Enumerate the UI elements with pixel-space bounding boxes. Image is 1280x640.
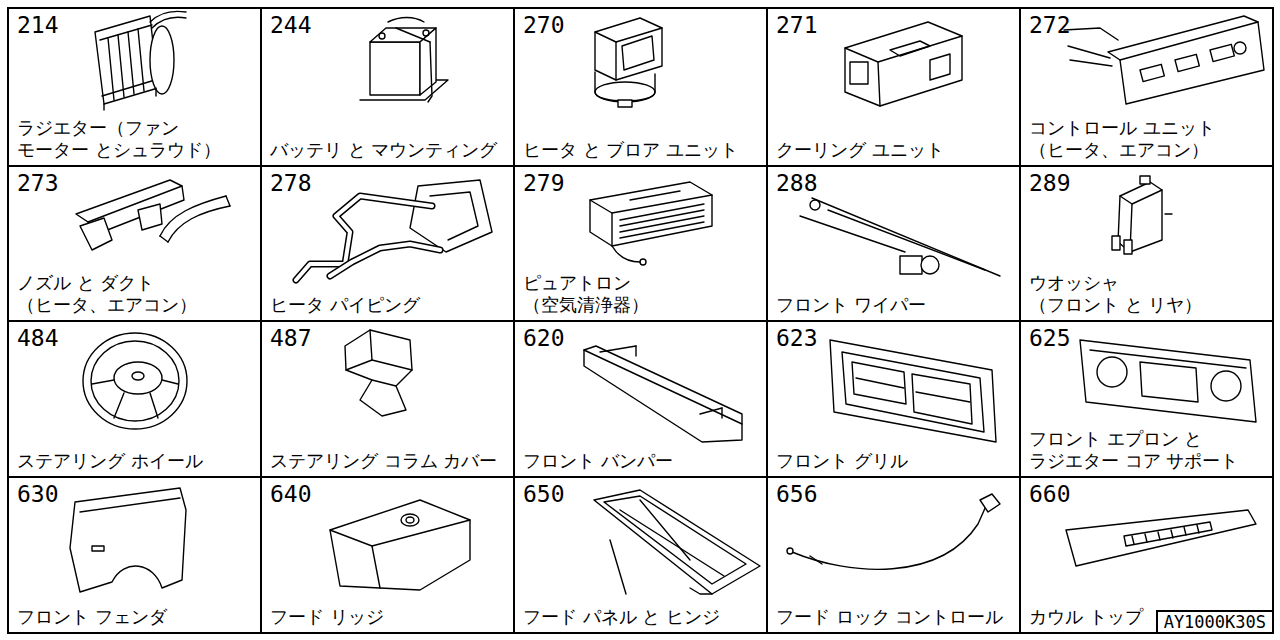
hood-panel-illustration (594, 490, 760, 594)
part-number: 278 (270, 169, 312, 197)
part-name: ステアリング コラム カバー (270, 450, 509, 472)
apron-illustration (1080, 340, 1256, 422)
part-cell: 288 フロント ワイパー (766, 165, 1021, 322)
part-name: フロント グリル (776, 450, 1015, 472)
part-number: 214 (17, 11, 59, 39)
sheet-code-box: AY1000K30S (1156, 610, 1274, 634)
part-name: ピュアトロン （空気清浄器） (523, 272, 762, 316)
cowl-top-illustration (1066, 510, 1256, 566)
part-name: フロント エプロン と ラジエター コア サポート (1029, 428, 1268, 472)
part-cell: 244 バッテリ と マウンティング (260, 7, 515, 167)
part-number: 620 (523, 324, 565, 352)
part-number: 271 (776, 11, 818, 39)
wiper-illustration (800, 198, 1000, 276)
part-number: 289 (1029, 169, 1071, 197)
part-number: 623 (776, 324, 818, 352)
part-cell: 620 フロント バンパー (513, 320, 768, 478)
bumper-illustration (584, 346, 742, 442)
part-number: 487 (270, 324, 312, 352)
cooling-unit-illustration (845, 22, 962, 106)
part-name: ウオッシャ （フロント と リヤ） (1029, 272, 1268, 316)
sheet-code: AY1000K30S (1164, 612, 1266, 632)
washer-tank-illustration (1112, 176, 1172, 254)
part-cell: 273 ノズル と ダクト （ヒータ、エアコン） (7, 165, 262, 322)
radiator-illustration (95, 11, 186, 110)
steering-wheel-illustration (83, 333, 187, 429)
part-number: 656 (776, 480, 818, 508)
part-name: クーリング ユニット (776, 139, 1015, 161)
part-name: フロント バンパー (523, 450, 762, 472)
fender-illustration (70, 488, 186, 592)
part-number: 660 (1029, 480, 1071, 508)
part-name: フード ロック コントロール (776, 606, 1015, 628)
grill-illustration (830, 340, 996, 442)
part-cell: 278 ヒータ パイピング (260, 165, 515, 322)
control-unit-illustration (1064, 16, 1264, 104)
part-name: フロント ワイパー (776, 294, 1015, 316)
part-name: バッテリ と マウンティング (270, 139, 509, 161)
part-cell: 484 ステアリング ホイール (7, 320, 262, 478)
part-number: 650 (523, 480, 565, 508)
part-name: フード パネル と ヒンジ (523, 606, 762, 628)
part-number: 625 (1029, 324, 1071, 352)
part-cell: 270 ヒータ と ブロア ユニット (513, 7, 768, 167)
heater-piping-illustration (296, 180, 492, 280)
part-name: フロント フェンダ (17, 606, 256, 628)
part-cell: 271 クーリング ユニット (766, 7, 1021, 167)
part-cell: 272 コントロール ユニット （ヒータ、エアコン） (1019, 7, 1274, 167)
air-purifier-illustration (590, 182, 712, 265)
hood-ledge-illustration (330, 500, 470, 590)
part-number: 273 (17, 169, 59, 197)
part-number: 630 (17, 480, 59, 508)
part-number: 279 (523, 169, 565, 197)
part-cell: 625 フロント エプロン と ラジエター コア サポート (1019, 320, 1274, 478)
part-cell: 214 ラジエター（ファン モーター とシュラウド） (7, 7, 262, 167)
part-number: 640 (270, 480, 312, 508)
part-name: ヒータ パイピング (270, 294, 509, 316)
part-cell: 660カウル トップAY1000K30S (1019, 476, 1274, 634)
part-cell: 650 フード パネル と ヒンジ (513, 476, 768, 634)
part-name: ステアリング ホイール (17, 450, 256, 472)
part-name: コントロール ユニット （ヒータ、エアコン） (1029, 117, 1268, 161)
part-cell: 630 フロント フェンダ (7, 476, 262, 634)
part-number: 270 (523, 11, 565, 39)
part-number: 272 (1029, 11, 1071, 39)
part-number: 484 (17, 324, 59, 352)
battery-illustration (360, 18, 448, 103)
part-cell: 289 ウオッシャ （フロント と リヤ） (1019, 165, 1274, 322)
column-cover-illustration (345, 330, 412, 416)
cable-illustration (787, 494, 1000, 569)
part-cell: 640 フード リッジ (260, 476, 515, 634)
part-cell: 279 ピュアトロン （空気清浄器） (513, 165, 768, 322)
part-cell: 487 ステアリング コラム カバー (260, 320, 515, 478)
part-cell: 623 フロント グリル (766, 320, 1021, 478)
part-name: ラジエター（ファン モーター とシュラウド） (17, 117, 256, 161)
heater-blower-illustration (595, 18, 662, 107)
part-name: ヒータ と ブロア ユニット (523, 139, 762, 161)
part-name: ノズル と ダクト （ヒータ、エアコン） (17, 272, 256, 316)
duct-illustration (76, 180, 230, 250)
part-cell: 656 フード ロック コントロール (766, 476, 1021, 634)
part-number: 244 (270, 11, 312, 39)
part-name: フード リッジ (270, 606, 509, 628)
part-number: 288 (776, 169, 818, 197)
